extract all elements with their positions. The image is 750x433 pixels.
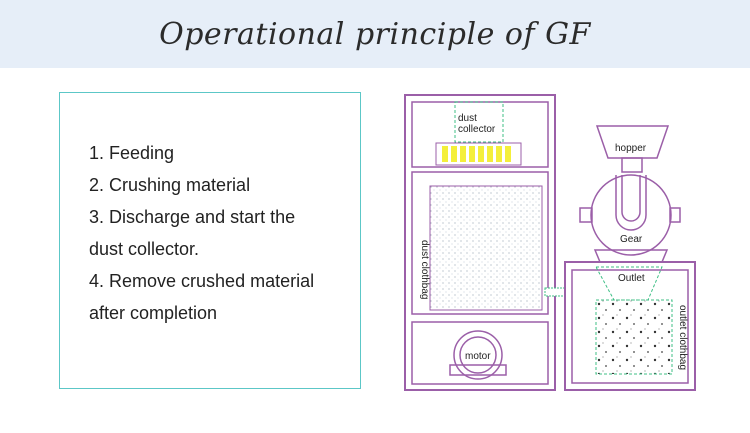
- outlet-clothbag-label: outlet clothbag: [677, 305, 688, 370]
- motor: [449, 330, 507, 380]
- outlet-clothbag: [595, 299, 673, 375]
- page-title: Operational principle of GF: [159, 16, 591, 52]
- filter-element: [435, 142, 522, 166]
- outlet-chamber: [571, 269, 689, 384]
- motor-label: motor: [465, 351, 491, 362]
- step-line-4: 4. Remove crushed material: [89, 271, 315, 291]
- dust-clothbag: [429, 185, 543, 311]
- dust-bag-chamber: [411, 171, 549, 315]
- step-line-1: 1. Feeding: [89, 143, 175, 163]
- dust-label: dust: [458, 113, 477, 124]
- machine-diagram: dust collector dust clothbag motor hoppe…: [404, 94, 696, 391]
- crusher-gear: [579, 174, 681, 263]
- cabinet-frame: [404, 94, 556, 391]
- dust-clothbag-label: dust clothbag: [419, 240, 430, 300]
- connecting-pipe: [544, 287, 566, 297]
- step-line-3: 3. Discharge and start the: [89, 207, 296, 227]
- gear-label: Gear: [620, 234, 643, 245]
- hopper: [595, 125, 670, 173]
- collector-label: collector: [458, 124, 496, 135]
- hopper-label: hopper: [615, 143, 647, 154]
- step-line-3-cont: dust collector.: [89, 239, 200, 259]
- title-banner: Operational principle of GF: [0, 0, 750, 68]
- step-line-2: 2. Crushing material: [89, 175, 251, 195]
- step-line-4-cont: after completion: [89, 303, 218, 323]
- outlet-label: Outlet: [618, 273, 645, 284]
- motor-chamber: [411, 321, 549, 385]
- outlet-cabinet: [564, 261, 696, 391]
- dust-collector: [454, 101, 504, 143]
- steps-panel: 1. Feeding 2. Crushing material 3. Disch…: [59, 92, 361, 389]
